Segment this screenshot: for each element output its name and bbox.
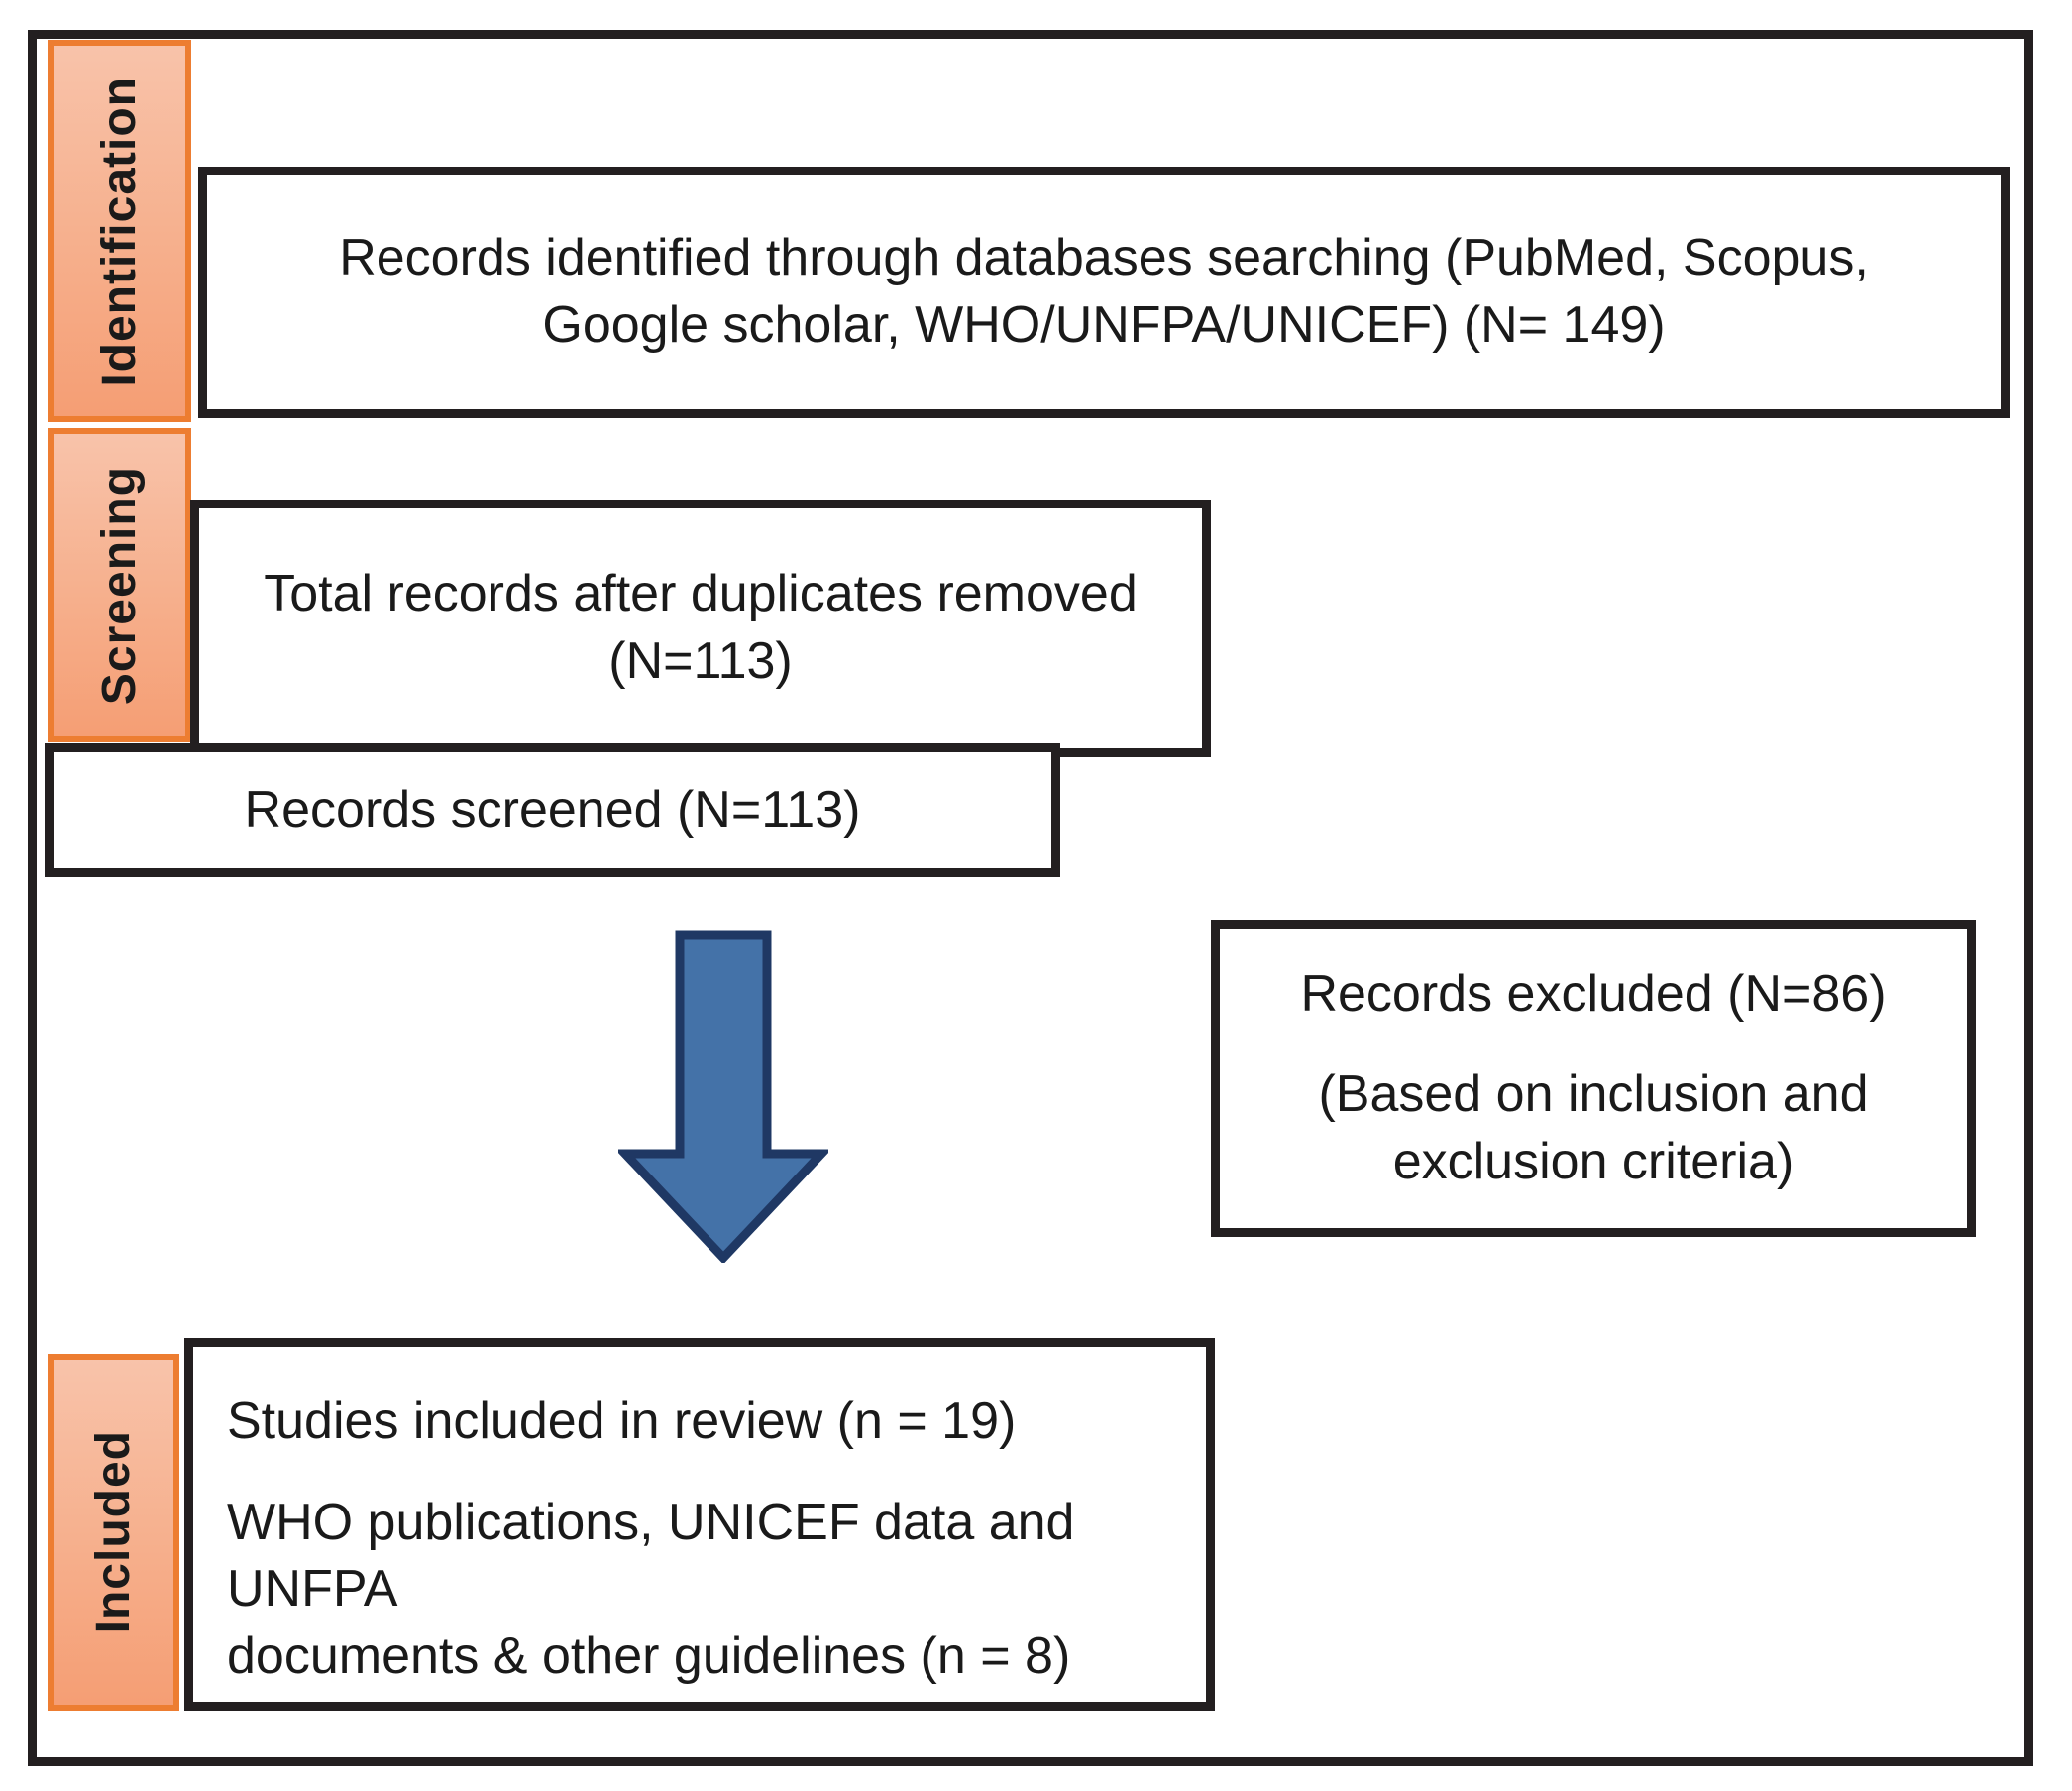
stage-label-included: Included	[87, 1430, 140, 1634]
box-records-excluded-text: Records excluded (N=86) (Based on inclus…	[1253, 961, 1933, 1196]
box-studies-included: Studies included in review (n = 19) WHO …	[184, 1338, 1215, 1711]
box-records-excluded: Records excluded (N=86) (Based on inclus…	[1211, 920, 1976, 1237]
records-excluded-line2: (Based on inclusion and	[1318, 1065, 1869, 1124]
duplicates-removed-line1: Total records after duplicates removed	[264, 565, 1138, 623]
box-records-screened-text: Records screened (N=113)	[244, 780, 861, 839]
arrow-down-icon	[618, 930, 828, 1263]
records-excluded-line1: Records excluded (N=86)	[1300, 964, 1887, 1023]
stage-band-included: Included	[48, 1354, 179, 1711]
records-identified-line1: Records identified through databases sea…	[339, 229, 1869, 354]
stage-band-identification: Identification	[48, 40, 191, 422]
stage-band-screening: Screening	[48, 428, 191, 742]
studies-included-line1: Studies included in review (n = 19)	[227, 1393, 1017, 1450]
box-duplicates-removed-text: Total records after duplicates removed (…	[238, 561, 1163, 695]
records-excluded-line3: exclusion criteria)	[1392, 1132, 1795, 1190]
box-records-identified-text: Records identified through databases sea…	[207, 225, 2001, 359]
studies-included-line3: documents & other guidelines (n = 8)	[227, 1626, 1071, 1685]
records-excluded-spacer	[1300, 1028, 1886, 1062]
studies-included-spacer	[227, 1456, 1172, 1490]
records-identified-line2: WHO/UNFPA/UNICEF) (N= 149)	[915, 296, 1666, 354]
box-records-screened: Records screened (N=113)	[45, 743, 1060, 877]
studies-included-line2: WHO publications, UNICEF data and UNFPA	[227, 1493, 1075, 1619]
box-studies-included-text: Studies included in review (n = 19) WHO …	[193, 1347, 1206, 1690]
stage-label-identification: Identification	[93, 75, 146, 387]
box-duplicates-removed: Total records after duplicates removed (…	[190, 500, 1211, 757]
stage-label-screening: Screening	[93, 465, 146, 706]
duplicates-removed-line2: (N=113)	[608, 632, 793, 690]
box-records-identified: Records identified through databases sea…	[198, 167, 2010, 418]
